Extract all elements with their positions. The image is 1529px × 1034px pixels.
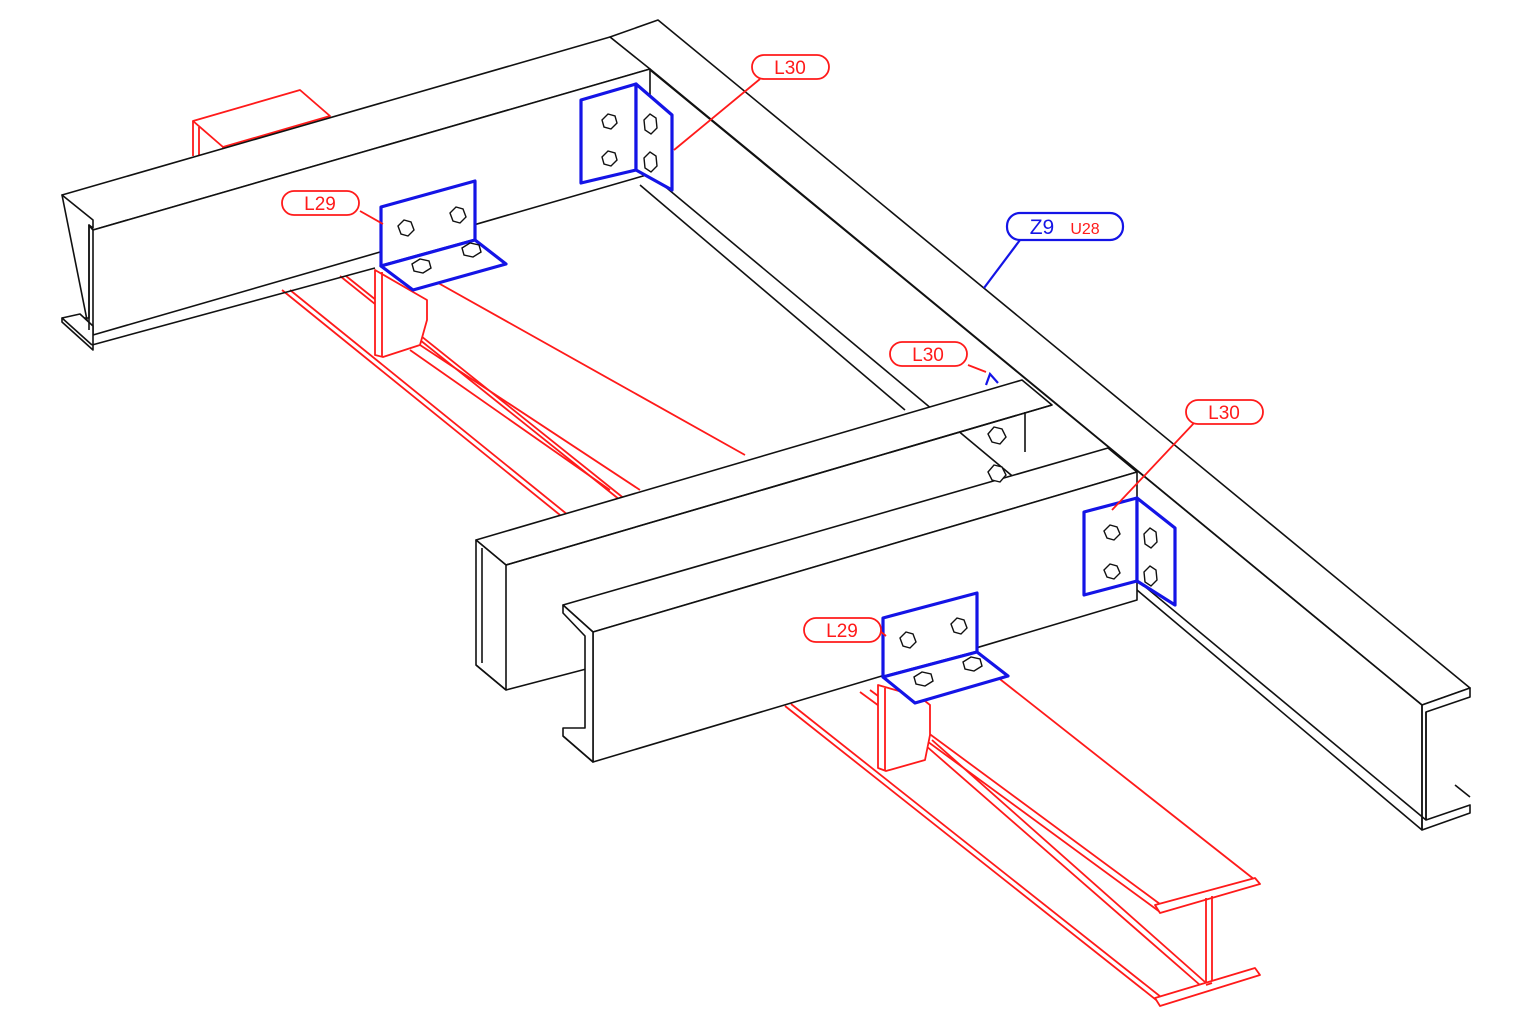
main-channel-beam-z9 — [609, 19, 1471, 831]
hex-bolt-icon — [1143, 527, 1158, 549]
leader-lines — [359, 78, 1196, 637]
lower-beam-front-red — [784, 664, 1261, 1007]
tag-label: L29 — [826, 621, 858, 642]
angle-l29-bottom — [881, 591, 1010, 705]
lower-beam-back-red — [192, 89, 746, 516]
angle-l30-middle — [984, 371, 1007, 483]
hex-bolt-icon — [962, 656, 983, 672]
tag-label: L29 — [304, 194, 336, 215]
tag-l30-right: L30 — [1185, 399, 1264, 425]
angle-l30-top — [579, 82, 674, 192]
hex-bolt-icon — [987, 464, 1007, 483]
hex-bolt-icon — [913, 671, 934, 687]
tag-label: Z9 — [1030, 216, 1055, 239]
hex-bolt-icon — [643, 151, 658, 173]
upper-channel-beam-middle — [475, 379, 1053, 691]
tag-l29-bottom: L29 — [803, 617, 882, 643]
hex-bolt-icon — [461, 242, 482, 258]
hex-bolt-icon — [643, 113, 658, 135]
tag-sublabel: U28 — [1070, 221, 1099, 238]
hex-bolt-icon — [1143, 565, 1158, 587]
tag-label: L30 — [912, 345, 944, 366]
hex-bolt-icon — [449, 206, 467, 224]
hex-bolt-icon — [411, 258, 432, 274]
tag-label: L30 — [1208, 403, 1240, 424]
hex-bolt-icon — [1103, 524, 1121, 541]
hex-bolt-icon — [397, 219, 415, 237]
hex-bolt-icon — [601, 150, 618, 167]
upper-channel-beam-left — [61, 36, 1138, 581]
upper-channel-beam-front — [562, 447, 1138, 763]
tag-l30-top: L30 — [751, 54, 830, 80]
tag-l30-middle: L30 — [889, 341, 968, 367]
hex-bolt-icon — [1103, 563, 1121, 580]
tag-l29-left: L29 — [281, 190, 360, 216]
angle-l30-right — [1082, 496, 1177, 607]
angle-l29-left — [379, 179, 508, 292]
hex-bolt-icon — [601, 113, 618, 130]
hex-bolt-icon — [899, 631, 917, 649]
tag-label: L30 — [774, 58, 806, 79]
tag-z9: Z9 U28 — [1005, 211, 1125, 242]
hex-bolt-icon — [987, 426, 1007, 445]
hex-bolt-icon — [950, 617, 968, 635]
